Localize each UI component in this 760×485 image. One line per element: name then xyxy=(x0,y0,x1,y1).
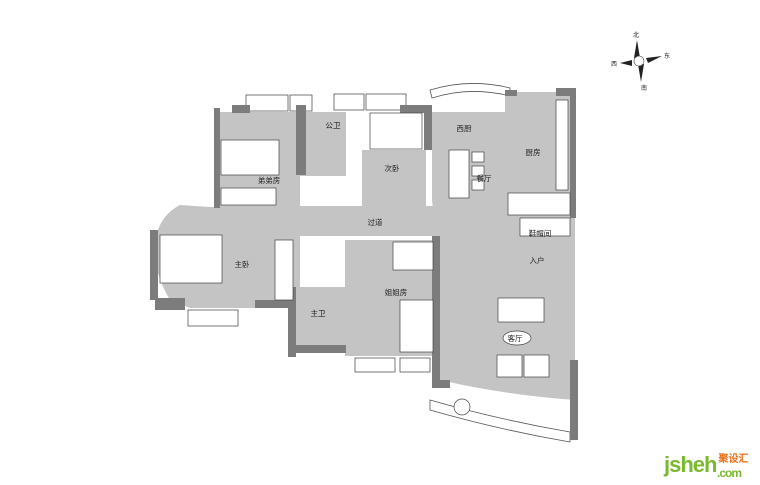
counter xyxy=(555,99,569,191)
logo-cn: 聚设汇 xyxy=(718,454,749,465)
label-master-bath: 主卫 xyxy=(311,308,326,318)
furniture xyxy=(159,99,571,416)
bed xyxy=(220,139,280,176)
label-western-kitchen: 西厨 xyxy=(457,124,472,133)
bed xyxy=(399,299,434,353)
label-living-room: 客厅 xyxy=(508,333,523,343)
cloak-cabinet xyxy=(519,217,571,237)
label-sister-room: 姐姐房 xyxy=(385,287,408,297)
bed xyxy=(369,112,423,150)
wardrobe xyxy=(220,187,277,206)
label-public-bath: 公卫 xyxy=(326,121,341,130)
label-second-bedroom: 次卧 xyxy=(385,163,400,173)
logo-text: jsheh xyxy=(664,452,717,477)
dining-table xyxy=(448,149,470,199)
logo-suffix: .com xyxy=(717,466,742,480)
compass-east: 东 xyxy=(664,52,670,60)
bed xyxy=(159,234,223,284)
label-master-bedroom: 主卧 xyxy=(235,259,250,269)
wardrobe xyxy=(392,241,434,271)
coffee-table xyxy=(502,330,532,346)
room-labels: 弟弟房 公卫 次卧 西厨 厨房 餐厅 过道 鞋帽间 入户 主卧 主卫 姐姐房 客… xyxy=(235,121,552,343)
compass-south: 南 xyxy=(641,84,647,92)
label-cloakroom: 鞋帽间 xyxy=(529,228,552,238)
armchair xyxy=(523,354,550,378)
compass-north: 北 xyxy=(633,31,639,39)
armchair xyxy=(496,354,523,378)
walls xyxy=(150,88,578,440)
label-corridor: 过道 xyxy=(368,217,383,227)
label-kitchen: 厨房 xyxy=(526,147,541,157)
wardrobe xyxy=(274,239,294,301)
cabinet xyxy=(507,192,571,216)
sofa xyxy=(497,297,545,323)
compass-west: 西 xyxy=(611,61,617,68)
label-entrance: 入户 xyxy=(530,255,545,265)
label-dining: 餐厅 xyxy=(477,174,492,183)
label-younger-brother-room: 弟弟房 xyxy=(258,175,281,185)
compass-icon: 北 东 西 南 xyxy=(611,31,670,92)
